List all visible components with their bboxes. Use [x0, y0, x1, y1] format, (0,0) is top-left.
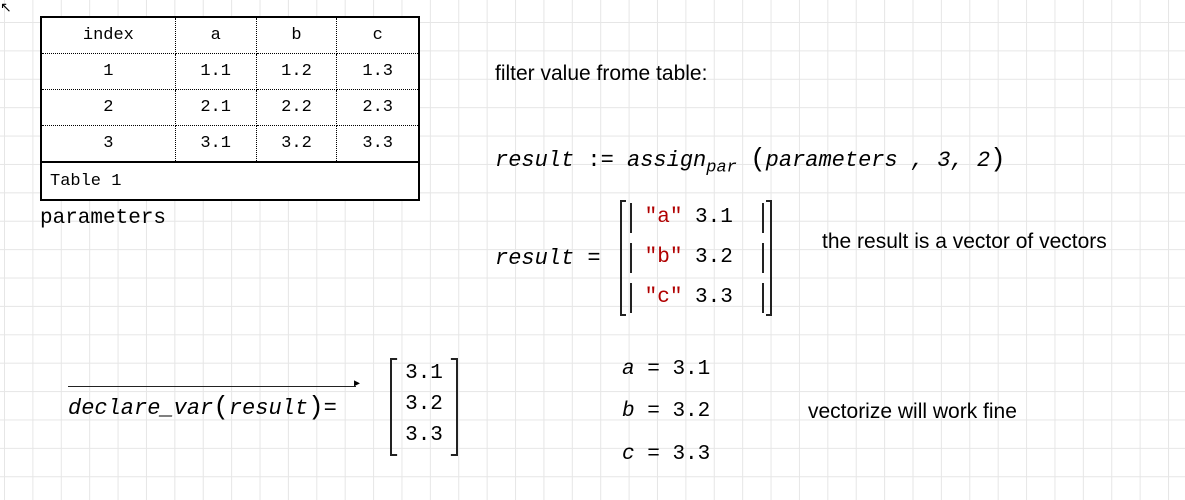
table-cell[interactable]: 1.3 — [336, 53, 420, 90]
function-args: parameters , 3, 2 — [765, 148, 991, 173]
header-cell: index — [40, 16, 176, 54]
header-cell: b — [255, 16, 338, 54]
declare-result-vector[interactable]: 3.1 3.2 3.3 — [390, 358, 458, 456]
mouse-cursor-icon: ↖ — [0, 1, 12, 16]
assign-lhs: result — [495, 148, 575, 173]
table-name: parameters — [40, 207, 167, 230]
table-header-row: index a b c — [40, 16, 420, 54]
vectorize-arrow-icon: ▶ — [68, 379, 360, 390]
function-name: assign — [627, 148, 707, 173]
result-row: "b" 3.2 — [630, 243, 764, 273]
assign-operator: := — [587, 148, 614, 173]
table-caption: Table 1 — [40, 161, 420, 201]
table-cell[interactable]: 2.3 — [336, 89, 420, 126]
declare-fn: declare_var — [68, 396, 214, 421]
note-vectorize: vectorize will work fine — [808, 400, 1017, 423]
header-cell: a — [174, 16, 257, 54]
table-cell[interactable]: 3.2 — [255, 125, 338, 163]
assign-expression[interactable]: result := assignpar (parameters , 3, 2) — [495, 144, 1006, 178]
table-cell[interactable]: 1 — [40, 53, 176, 90]
var-b[interactable]: b = 3.2 — [622, 400, 711, 423]
result-lhs: result = — [495, 246, 601, 271]
note-vector: the result is a vector of vectors — [822, 230, 1107, 253]
table-cell[interactable]: 3 — [40, 125, 176, 163]
table-cell[interactable]: 3.1 — [174, 125, 257, 163]
table-cell[interactable]: 1.1 — [174, 53, 257, 90]
table-cell[interactable]: 3.3 — [336, 125, 420, 163]
declare-expression[interactable]: ▶ declare_var(result)= — [68, 379, 360, 422]
result-row: "c" 3.3 — [630, 283, 764, 313]
note-filter: filter value frome table: — [495, 62, 708, 85]
vector-value: 3.2 — [405, 393, 443, 416]
function-subscript: par — [706, 158, 737, 178]
var-a[interactable]: a = 3.1 — [622, 358, 711, 381]
table-cell[interactable]: 1.2 — [255, 53, 338, 90]
vector-value: 3.3 — [405, 424, 443, 447]
var-c[interactable]: c = 3.3 — [622, 443, 711, 466]
table-cell[interactable]: 2.1 — [174, 89, 257, 126]
header-cell: c — [336, 16, 420, 54]
declare-arg: result — [228, 396, 309, 421]
vector-value: 3.1 — [405, 362, 443, 385]
result-matrix[interactable]: "a" 3.1 "b" 3.2 "c" 3.3 — [620, 200, 772, 316]
table-cell[interactable]: 2.2 — [255, 89, 338, 126]
result-row: "a" 3.1 — [630, 203, 764, 233]
table-cell[interactable]: 2 — [40, 89, 176, 126]
